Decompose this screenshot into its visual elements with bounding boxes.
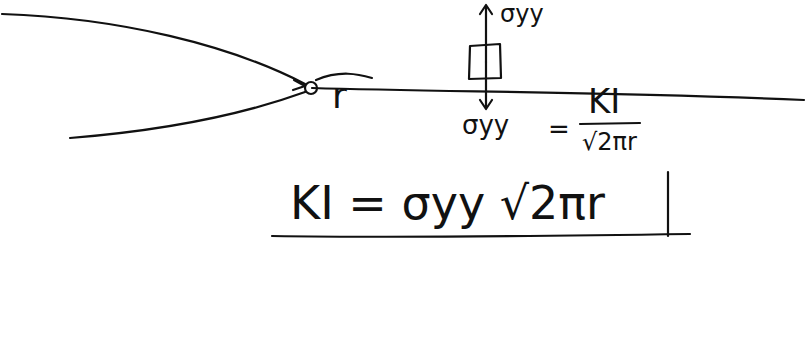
result-underline xyxy=(272,234,690,237)
lower-crack-face xyxy=(70,92,305,138)
tip-arrowhead xyxy=(293,80,305,90)
stress-label: σyy xyxy=(500,2,544,26)
root-term: √2πr xyxy=(582,130,637,154)
crack-tip xyxy=(305,82,317,94)
result-box-edge xyxy=(667,172,669,236)
upper-crack-face xyxy=(2,14,305,84)
stress-label: σyy xyxy=(462,112,509,138)
fraction-bar xyxy=(580,123,640,124)
arrowhead-down xyxy=(480,100,492,109)
stress-arrow-up xyxy=(485,6,487,62)
crack-plane-line xyxy=(312,88,804,100)
equals-sign: = xyxy=(548,116,570,142)
stress-arrow-down xyxy=(485,62,487,108)
stress-intensity-factor: KI xyxy=(588,84,620,118)
result-equation: KI = σyy √2πr xyxy=(290,180,605,226)
arrowhead-up xyxy=(480,5,492,14)
distance-label: r xyxy=(332,78,347,114)
